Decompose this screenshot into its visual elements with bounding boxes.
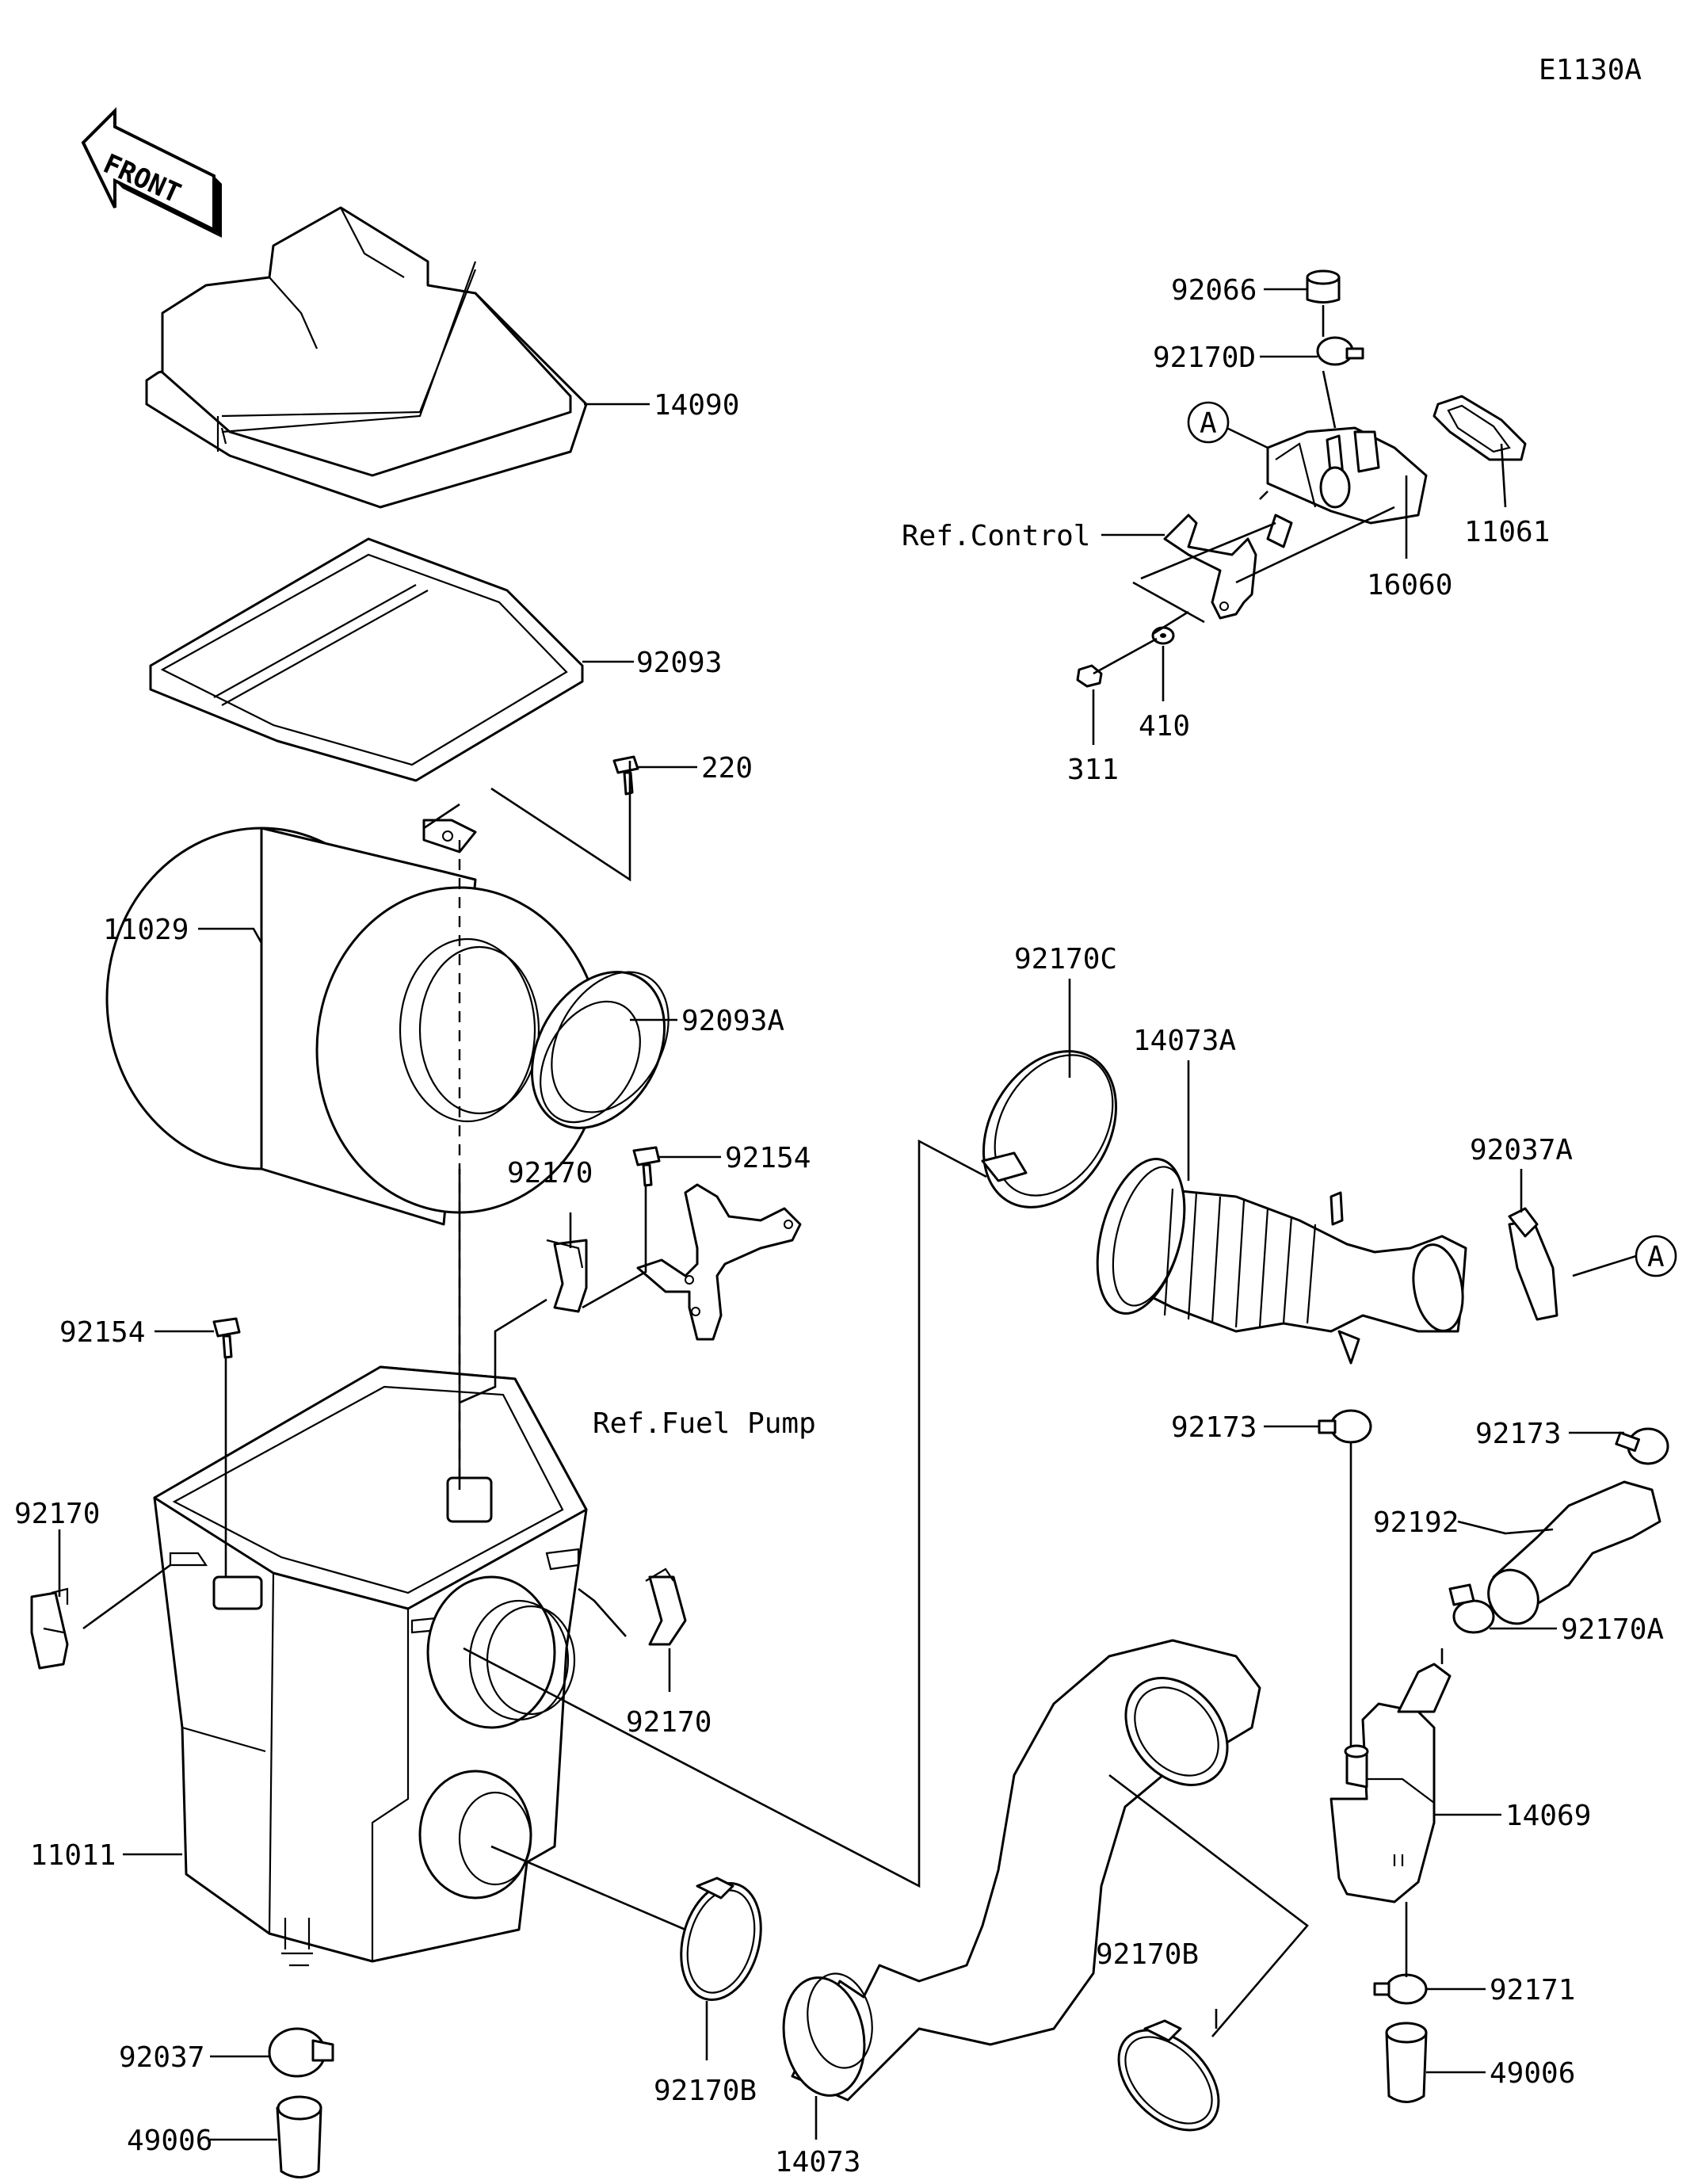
label-220: 220: [701, 752, 753, 785]
washer-410: [1151, 626, 1175, 645]
clamp-92171: [1373, 1973, 1428, 2005]
air-cleaner-cover: [145, 206, 588, 509]
clamp-92170C: [981, 1050, 1118, 1208]
clip-92170-right: [645, 1567, 687, 1646]
screw-220: [612, 755, 639, 796]
callout-a-right-label: A: [1647, 1241, 1665, 1273]
label-14069: 14069: [1505, 1800, 1591, 1832]
label-92173-right: 92173: [1475, 1418, 1561, 1450]
diagram-code: E1130A: [1539, 54, 1642, 86]
leader-lines: [58, 288, 1637, 2141]
clip-92170-left: [30, 1587, 69, 1670]
fuel-pump-bracket: [636, 1183, 802, 1341]
label-ref-control: Ref.Control: [902, 520, 1090, 552]
clamp-92170D: [1316, 336, 1364, 366]
label-92093A: 92093A: [681, 1005, 784, 1037]
label-92154-top: 92154: [725, 1142, 811, 1174]
label-410: 410: [1139, 710, 1190, 743]
label-11011: 11011: [30, 1839, 116, 1872]
label-92093: 92093: [636, 647, 722, 679]
label-92170-top: 92170: [507, 1157, 593, 1189]
bellows-14073A: [1096, 1158, 1467, 1365]
label-92173-left: 92173: [1171, 1411, 1257, 1444]
clamp-92173-left: [1318, 1409, 1372, 1444]
clamp-92037: [268, 2027, 334, 2078]
label-92170B-left: 92170B: [654, 2075, 757, 2107]
label-92170-left: 92170: [14, 1498, 100, 1530]
label-14073A: 14073A: [1133, 1025, 1236, 1057]
gasket-11061: [1432, 395, 1527, 461]
clamp-92170B-right: [1117, 2019, 1220, 2132]
intake-joint-16060: [1266, 426, 1428, 525]
clip-92170-top: [546, 1239, 588, 1313]
label-92170-right: 92170: [626, 1706, 711, 1739]
nut-311: [1076, 664, 1103, 688]
cap-92066: [1306, 269, 1341, 304]
drain-plug-49006-right: [1385, 2022, 1428, 2103]
breather-hose-92192: [1487, 1480, 1661, 1625]
label-14073: 14073: [775, 2146, 860, 2178]
callout-a-top-label: A: [1200, 407, 1217, 440]
air-cleaner-housing: [153, 1365, 588, 1967]
label-49006-right: 49006: [1490, 2057, 1575, 2090]
label-92170B-right: 92170B: [1096, 1938, 1199, 1971]
control-bracket: [1163, 514, 1293, 620]
label-92170C: 92170C: [1014, 943, 1117, 976]
bolt-92154-top: [632, 1146, 661, 1187]
label-11061: 11061: [1464, 516, 1550, 548]
label-92037A: 92037A: [1470, 1134, 1573, 1166]
label-92037: 92037: [119, 2041, 204, 2074]
separator-14069: [1329, 1663, 1452, 1903]
clamp-92037A: [1508, 1207, 1558, 1321]
clamp-92173-right: [1615, 1427, 1669, 1465]
gasket-frame: [149, 537, 584, 782]
label-92170D: 92170D: [1153, 342, 1256, 374]
label-92170A: 92170A: [1561, 1613, 1664, 1646]
label-14090: 14090: [654, 389, 739, 422]
label-16060: 16060: [1367, 569, 1452, 601]
label-11029: 11029: [103, 914, 189, 946]
callout-a-right: A: [1635, 1235, 1677, 1277]
label-49006-left: 49006: [127, 2125, 212, 2157]
intake-duct-14073: [782, 1639, 1261, 2102]
label-92171: 92171: [1490, 1974, 1575, 2006]
reference-lines: [82, 305, 1444, 2037]
filter-seal-ring: [530, 971, 670, 1129]
clamp-92170A: [1448, 1583, 1495, 1634]
clamp-92170B-left: [680, 1877, 762, 2002]
label-92066: 92066: [1171, 274, 1257, 307]
callout-a-top: A: [1187, 401, 1230, 444]
bolt-92154-left: [212, 1317, 241, 1359]
front-arrow-icon: FRONT: [81, 107, 222, 238]
drain-plug-49006-left: [276, 2095, 322, 2178]
label-311: 311: [1067, 754, 1119, 786]
label-ref-fuel-pump: Ref.Fuel Pump: [593, 1407, 816, 1440]
label-92192: 92192: [1373, 1506, 1459, 1539]
label-92154-left: 92154: [59, 1316, 145, 1349]
